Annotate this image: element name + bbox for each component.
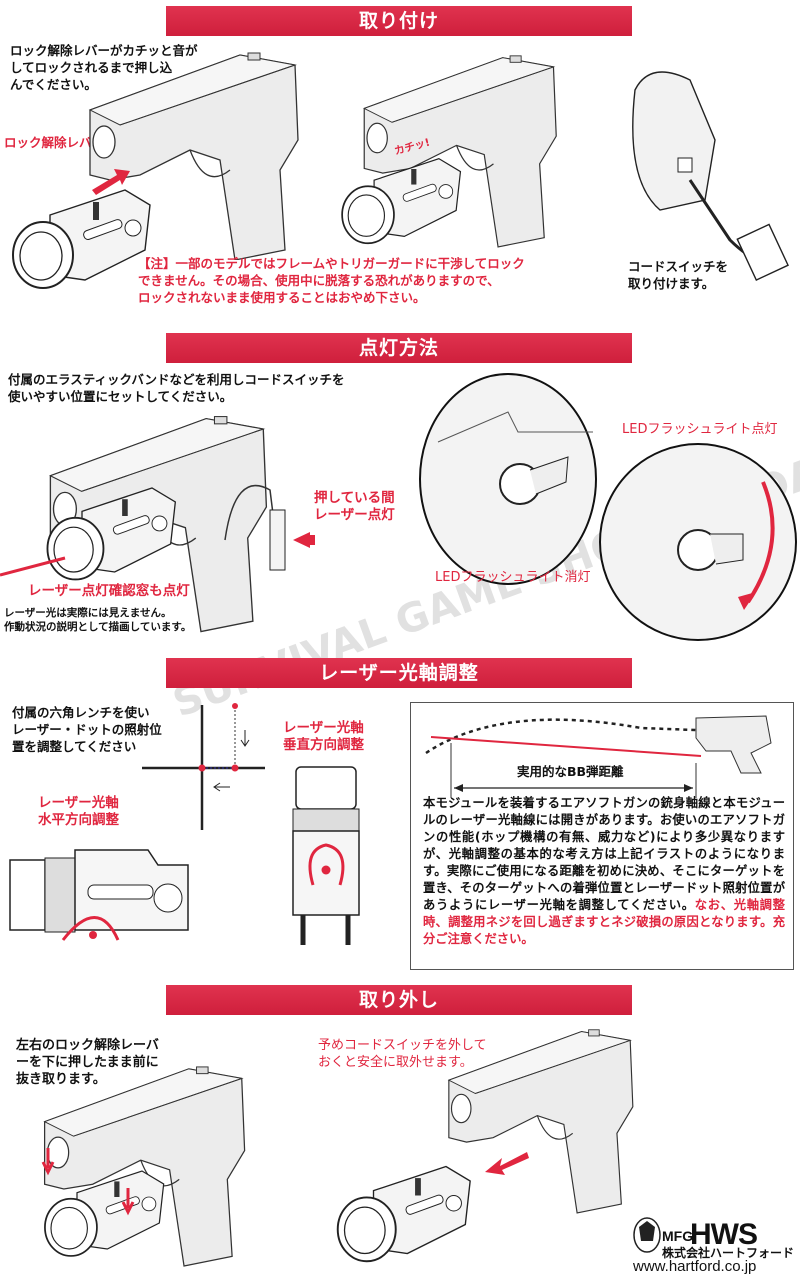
laser-module-illustration [335,150,465,245]
bb-distance-label: 実用的なBB弾距離 [513,763,628,780]
insert-arrow-icon [92,169,130,195]
vertical-adjust-label: レーザー光軸 垂直方向調整 [283,720,364,753]
section-banner-adjust: レーザー光軸調整 [166,658,632,688]
install-instruction: ロック解除レバーがカチッと音が してロックされるまで押し込 んでください。 [10,43,198,92]
adjustment-info-box: 実用的なBB弾距離 本モジュールを装着するエアソフトガンの銃身軸線と本モジュール… [410,702,794,970]
led-on-label: LEDフラッシュライト点灯 [622,422,778,437]
laser-module-illustration [330,1155,475,1265]
operation-note: レーザー光は実際には見えません。 作動状況の説明として描画しています。 [4,607,192,633]
module-top-view [292,766,360,945]
lever-label: ロック解除レバー [4,135,105,150]
trajectory-diagram [425,715,772,798]
section-banner-operation: 点灯方法 [166,333,632,363]
switch-detail-off [419,373,597,585]
led-off-label: LEDフラッシュライト消灯 [435,570,591,585]
adjust-instruction: 付属の六角レンチを使い レーザー・ドットの照射位 置を調整してください [12,705,162,754]
adjustment-body: 本モジュールを装着するエアソフトガンの銃身軸線と本モジュールのレーザー光軸線には… [423,796,785,912]
removal-instruction: 左右のロック解除レーバ ーを下に押したまま前に 抜き取ります。 [16,1038,159,1087]
cord-switch-illustration [632,71,789,281]
removal-tip: 予めコードスイッチを外して おくと安全に取外せます。 [318,1038,487,1070]
cord-switch-instruction: コードスイッチを 取り付けます。 [628,259,729,291]
switch-detail-on [599,443,797,641]
adjustment-explanation: 本モジュールを装着するエアソフトガンの銃身軸線と本モジュールのレーザー光軸線には… [423,795,785,948]
window-label: レーザー点灯確認窓も点灯 [28,583,190,599]
company-url[interactable]: www.hartford.co.jp [633,1258,757,1275]
remove-arrow-icon [485,1152,529,1175]
install-note: 【注】一部のモデルではフレームやトリガーガードに干渉してロック できません。その… [138,256,525,305]
section-banner-removal: 取り外し [166,985,632,1015]
logo-hws: HWS [690,1218,758,1251]
module-side-view [9,849,189,941]
hartford-emblem [633,1217,661,1253]
operation-instruction: 付属のエラスティックバンドなどを利用しコードスイッチを 使いやすい位置にセットし… [8,372,345,404]
adjustment-warning: なお、光軸調整時、調整用ネジを回し過ぎますとネジ破損の原因となります。充分ご注意… [423,898,785,946]
cord-switch-pad [224,484,315,571]
down-arrow-icon [41,1148,135,1216]
laser-beam [0,556,66,577]
horizontal-adjust-label: レーザー光軸 水平方向調整 [38,795,119,828]
company-name: 株式会社ハートフォード [662,1246,795,1260]
section-banner-install: 取り付け [166,6,632,36]
crosshair-diagram [142,703,265,830]
logo-mfg: MFG [662,1228,694,1244]
laser-module-illustration [5,180,155,290]
press-label: 押している間 レーザー点灯 [314,490,395,523]
